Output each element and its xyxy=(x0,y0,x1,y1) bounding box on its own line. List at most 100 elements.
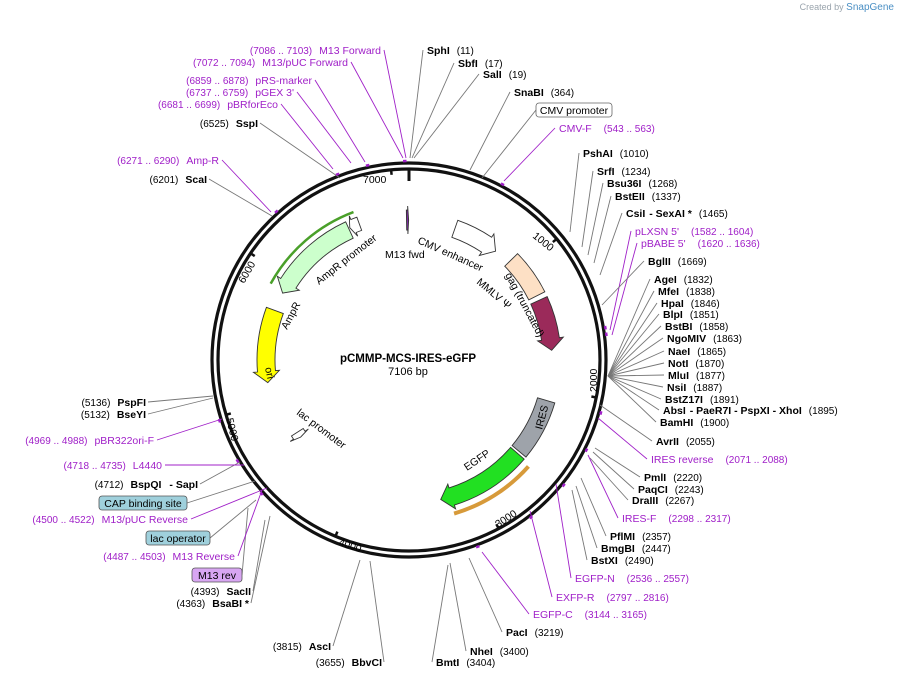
feature-arrow-lac-promoter[interactable] xyxy=(289,427,309,442)
primer-l4440[interactable]: (4718 .. 4735)L4440 xyxy=(64,460,163,472)
enzyme-site-paqci[interactable]: PaqCI(2243) xyxy=(638,484,704,496)
feature-arrow-ires[interactable] xyxy=(511,397,556,458)
enzyme-site-csii[interactable]: CsiI- SexAI *(1465) xyxy=(626,208,728,220)
enzyme-site-pflmi[interactable]: PflMI(2357) xyxy=(610,531,671,543)
enzyme-position: (2357) xyxy=(642,532,671,543)
enzyme-site-ngomiv[interactable]: NgoMIV(1863) xyxy=(667,333,742,345)
enzyme-name: BglII xyxy=(648,256,671,268)
enzyme-position: (2447) xyxy=(642,544,671,555)
enzyme-site-snabi[interactable]: SnaBI(364) xyxy=(514,87,574,99)
feature-arrow-cmv-enhancer[interactable] xyxy=(451,219,497,257)
feature-arrow-mmlv[interactable] xyxy=(504,253,546,301)
enzyme-site-agei[interactable]: AgeI(1832) xyxy=(654,274,713,286)
enzyme-position: (1870) xyxy=(695,359,724,370)
enzyme-site-bstbi[interactable]: BstBI(1858) xyxy=(665,321,728,333)
leader-exfp-r xyxy=(529,510,553,598)
primer-amp-r[interactable]: (6271 .. 6290)Amp-R xyxy=(117,155,219,167)
primer-pgex-3[interactable]: (6737 .. 6759)pGEX 3' xyxy=(186,87,294,99)
enzyme-site-hpai[interactable]: HpaI(1846) xyxy=(661,298,720,310)
primer-cmv-f[interactable]: CMV-F(543 .. 563) xyxy=(559,123,655,135)
feature-arrow-m13-fwd[interactable] xyxy=(405,205,410,235)
primer-position: (4500 .. 4522) xyxy=(32,515,94,526)
primer-position: (4487 .. 4503) xyxy=(103,552,165,563)
boxed-label-lac-operator[interactable]: lac operator xyxy=(145,530,211,546)
enzyme-position: (19) xyxy=(509,70,527,81)
leader-bglii xyxy=(601,260,645,306)
enzyme-site-sali[interactable]: SalI(19) xyxy=(483,69,526,81)
boxed-label-cap-binding-site[interactable]: CAP binding site xyxy=(98,495,188,511)
primer-m13-reverse[interactable]: (4487 .. 4503)M13 Reverse xyxy=(103,551,235,563)
enzyme-site-nsii[interactable]: NsiI(1887) xyxy=(667,382,722,394)
enzyme-site-mlui[interactable]: MluI(1877) xyxy=(668,370,725,382)
primer-exfp-r[interactable]: EXFP-R(2797 .. 2816) xyxy=(556,592,669,604)
enzyme-site-bsu36i[interactable]: Bsu36I(1268) xyxy=(607,178,677,190)
enzyme-site-bmgbi[interactable]: BmgBI(2447) xyxy=(601,543,671,555)
enzyme-name: BamHI xyxy=(660,417,693,429)
primer-name: pBRforEco xyxy=(227,99,278,111)
enzyme-site-avrii[interactable]: AvrII(2055) xyxy=(656,436,715,448)
enzyme-site-naei[interactable]: NaeI(1865) xyxy=(668,346,726,358)
enzyme-site-bglii[interactable]: BglII (1669) xyxy=(648,256,707,268)
enzyme-site-bamhi[interactable]: BamHI(1900) xyxy=(660,417,729,429)
enzyme-site-bseyi[interactable]: (5132)BseYI xyxy=(81,409,146,421)
primer-name: M13/pUC Forward xyxy=(262,57,348,69)
boxed-label-cmv-promoter[interactable]: CMV promoter xyxy=(535,102,613,118)
enzyme-position: (1669) xyxy=(678,257,707,268)
primer-prs-marker[interactable]: (6859 .. 6878)pRS-marker xyxy=(186,75,312,87)
feature-arrow-ampr-promoter[interactable] xyxy=(348,215,363,237)
enzyme-site-paci[interactable]: PacI(3219) xyxy=(506,627,564,639)
enzyme-site-bspqi[interactable]: (4712)BspQI- SapI xyxy=(95,479,198,491)
enzyme-site-bbvci[interactable]: (3655)BbvCI xyxy=(316,657,382,669)
primer-site-mark xyxy=(603,325,607,330)
leader-hpai xyxy=(607,302,658,377)
enzyme-site-nhei[interactable]: NheI(3400) xyxy=(470,646,529,658)
tick-5000 xyxy=(225,412,232,417)
enzyme-site-pspfi[interactable]: (5136)PspFI xyxy=(82,397,147,409)
enzyme-site-srfi[interactable]: SrfI(1234) xyxy=(597,166,650,178)
enzyme-site-sphi[interactable]: SphI(11) xyxy=(427,45,474,57)
primer-ires-reverse[interactable]: IRES reverse(2071 .. 2088) xyxy=(651,454,788,466)
primer-name: pLXSN 5' xyxy=(635,226,679,238)
enzyme-site-noti[interactable]: NotI(1870) xyxy=(668,358,724,370)
leader-blpi xyxy=(607,313,660,377)
primer-m13-puc-reverse[interactable]: (4500 .. 4522)M13/pUC Reverse xyxy=(32,514,188,526)
boxed-label-m13-rev[interactable]: M13 rev xyxy=(191,567,243,583)
enzyme-site-bsabi[interactable]: (4363)BsaBI * xyxy=(176,598,250,610)
enzyme-site-sbfi[interactable]: SbfI(17) xyxy=(458,58,503,70)
enzyme-site-blpi[interactable]: BlpI(1851) xyxy=(663,309,719,321)
enzyme-site-bstxi[interactable]: BstXI(2490) xyxy=(591,555,654,567)
plasmid-name: pCMMP-MCS-IRES-eGFP xyxy=(340,353,476,365)
primer-egfp-c[interactable]: EGFP-C(3144 .. 3165) xyxy=(533,609,647,621)
enzyme-name: MluI xyxy=(668,370,689,382)
primer-m13-forward[interactable]: (7086 .. 7103)M13 Forward xyxy=(250,45,381,57)
enzyme-site-sspi[interactable]: (6525)SspI xyxy=(200,118,258,130)
feature-arrow-egfp[interactable] xyxy=(440,446,525,510)
enzyme-position: (3404) xyxy=(466,658,495,669)
enzyme-site-scai[interactable]: (6201)ScaI xyxy=(149,174,207,186)
enzyme-site-asci[interactable]: (3815)AscI xyxy=(273,641,331,653)
feature-arrow-gag-truncated[interactable] xyxy=(530,296,565,351)
primer-pbabe-5[interactable]: pBABE 5'(1620 .. 1636) xyxy=(641,238,760,250)
primer-pbr322ori-f[interactable]: (4969 .. 4988)pBR322ori-F xyxy=(25,435,154,447)
leader-cmv-f xyxy=(503,127,556,182)
enzyme-site-sacii[interactable]: (4393)SacII xyxy=(191,586,252,598)
enzyme-site-bmti[interactable]: BmtI(3404) xyxy=(436,657,495,669)
leader-bseyi xyxy=(147,397,214,415)
enzyme-site-draiii[interactable]: DraIII(2267) xyxy=(632,495,694,507)
primer-plxsn-5[interactable]: pLXSN 5'(1582 .. 1604) xyxy=(635,226,753,238)
enzyme-name: AvrII xyxy=(656,436,679,448)
enzyme-site-absi[interactable]: AbsI- PaeR7I - PspXI - XhoI(1895) xyxy=(663,405,838,417)
feature-arrow-ampr[interactable] xyxy=(276,221,354,294)
enzyme-site-bstz17i[interactable]: BstZ17I(1891) xyxy=(665,394,739,406)
primer-m13-puc-forward[interactable]: (7072 .. 7094)M13/pUC Forward xyxy=(193,57,348,69)
primer-ires-f[interactable]: IRES-F(2298 .. 2317) xyxy=(622,513,731,525)
enzyme-site-pmli[interactable]: PmlI(2220) xyxy=(644,472,702,484)
leader-scai xyxy=(208,178,273,217)
primer-egfp-n[interactable]: EGFP-N(2536 .. 2557) xyxy=(575,573,689,585)
feature-arrow-ori[interactable] xyxy=(252,306,284,384)
enzyme-site-mfei[interactable]: MfeI(1838) xyxy=(658,286,715,298)
primer-pbrforeco[interactable]: (6681 .. 6699)pBRforEco xyxy=(158,99,278,111)
enzyme-site-pshai[interactable]: PshAI(1010) xyxy=(583,148,649,160)
enzyme-site-bsteii[interactable]: BstEII(1337) xyxy=(615,191,681,203)
